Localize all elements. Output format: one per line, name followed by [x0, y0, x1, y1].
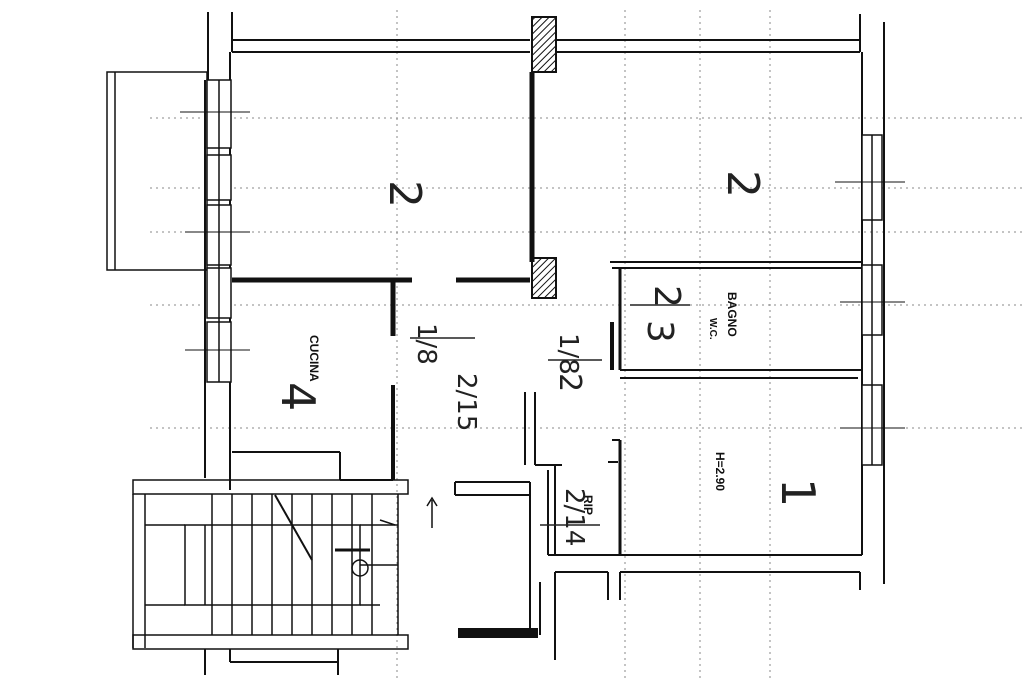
window-ticks-left: [180, 111, 250, 351]
annotation-strokes: [410, 304, 690, 526]
corridor-fraction: 1/8: [553, 333, 583, 375]
balcony: [106, 71, 208, 271]
room-number-2-right: 2: [717, 170, 768, 198]
hall-area: 2/15: [451, 373, 481, 431]
entry-arrow: [426, 496, 438, 528]
label-kitchen: CUCINA: [307, 335, 321, 382]
window-left-group: [206, 79, 232, 383]
exterior-walls: [204, 12, 885, 660]
entrance-threshold: [458, 628, 538, 638]
stair-base: [204, 649, 339, 675]
label-height: H=2.90: [713, 452, 727, 491]
label-wc: W.C.: [707, 318, 718, 340]
label-closet: RIP: [581, 495, 595, 515]
chimney-top: [531, 16, 557, 73]
stairwell: [132, 479, 409, 650]
room-number-kitchen: 4: [271, 382, 325, 411]
bath-area: 3: [639, 320, 680, 343]
room-number-bath: 2: [646, 285, 687, 308]
construction-lines: [150, 10, 1024, 680]
room-number-bedroom: 1: [771, 478, 825, 507]
hall-fraction: 1/8: [411, 323, 441, 365]
chimney-mid: [531, 257, 557, 299]
interior-walls: [232, 72, 862, 635]
window-ticks-right: [835, 181, 905, 429]
label-bathroom: BAGNO: [725, 292, 739, 337]
window-right-group: [861, 134, 883, 466]
corridor-number: 2: [552, 373, 587, 392]
closet-area: 2/14: [559, 488, 589, 546]
room-number-2-left: 2: [379, 180, 430, 208]
